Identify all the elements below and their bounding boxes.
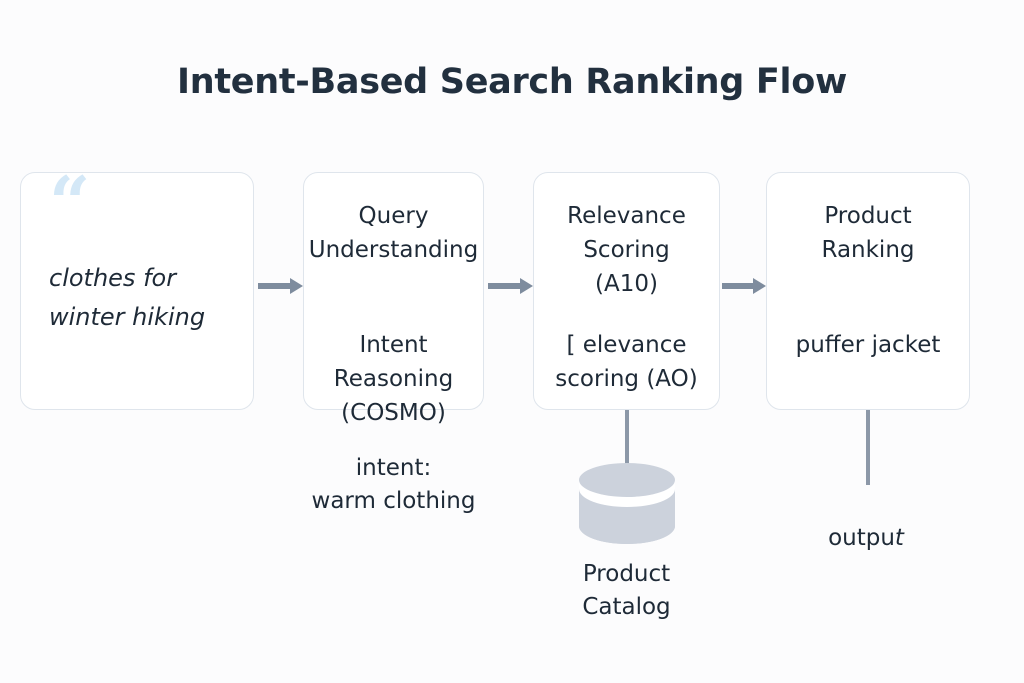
caption-product-catalog: Product Catalog [582,561,671,620]
arrow-shaft [722,283,753,289]
node-scoring-title: Relevance Scoring (A10) [567,203,686,297]
arrow-head [290,278,303,294]
node-understanding-title: Query Understanding [308,203,479,263]
node-ranking-title: Product Ranking [821,203,915,263]
node-understanding-subtitle: Intent Reasoning (COSMO) [333,332,454,426]
caption-intent: intent: warm clothing [311,455,476,514]
node-query-understanding[interactable]: Query Understanding Intent Reasoning (CO… [303,172,484,426]
caption-output-main: outpu [828,525,895,551]
node-relevance-scoring[interactable]: Relevance Scoring (A10) [ elevance scori… [533,172,720,410]
caption-output: output [786,489,946,555]
arrow-head [520,278,533,294]
quote-icon: “ [49,160,91,245]
arrow-right-icon [488,278,533,294]
node-product-ranking[interactable]: Product Ranking puffer jacket [766,172,970,410]
arrow-shaft [258,283,290,289]
connector-ranking-to-output [866,410,870,485]
search-query-text: clothes for winter hiking [49,264,206,331]
arrow-right-icon [258,278,303,294]
node-ranking-subtitle: puffer jacket [795,332,941,358]
connector-scoring-to-catalog [625,410,629,466]
node-search-query[interactable]: “ clothes for winter hiking [20,167,254,410]
arrow-head [753,278,766,294]
arrow-shaft [488,283,520,289]
arrow-right-icon [722,278,766,294]
page-title: Intent-Based Search Ranking Flow [177,62,847,102]
database-cylinder-icon [579,463,675,544]
caption-output-tail: t [894,525,904,551]
node-scoring-subtitle: [ elevance scoring (AO) [555,332,698,392]
